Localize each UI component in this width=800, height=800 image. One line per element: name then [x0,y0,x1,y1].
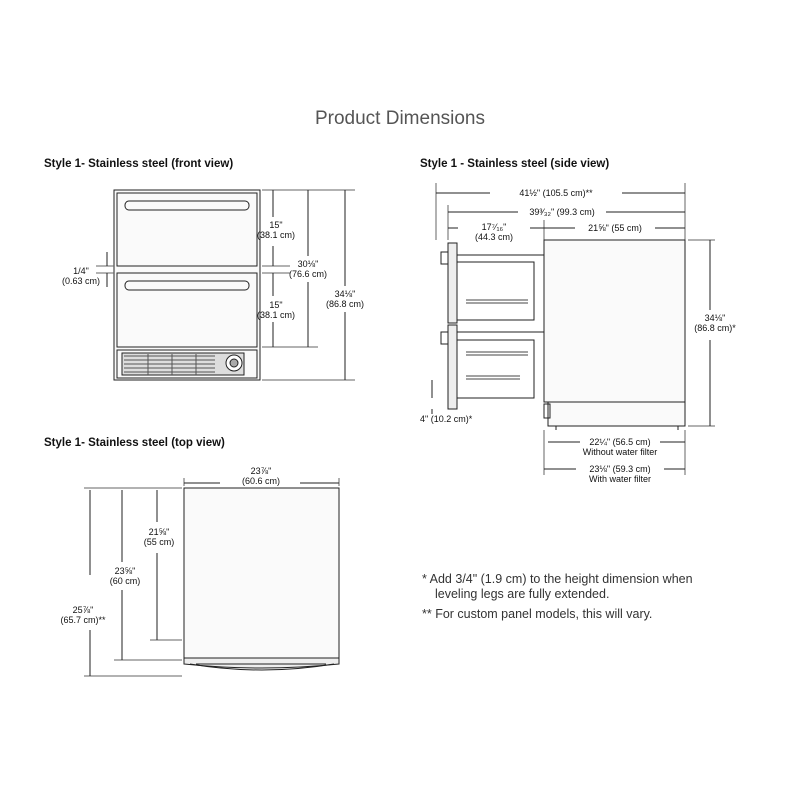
note-custom-panel: ** For custom panel models, this will va… [422,607,653,621]
side-toe-kick-dim: 4" (10.2 cm)* [420,414,473,424]
dim-value-cm: (60.6 cm) [241,476,280,486]
note-leveling-legs-line2: leveling legs are fully extended. [435,587,610,601]
dim-value: 1/4" [73,266,89,276]
top-overall-depth-dim: 25⅞" (65.7 cm)** [46,605,120,625]
front-height-no-base-dim: 30⅛" (76.6 cm) [288,259,328,279]
side-drawer-extension-dim: 17⁷⁄₁₆" (44.3 cm) [458,222,530,242]
top-cabinet-depth-dim: 21⅝" (55 cm) [136,527,182,547]
note-leveling-legs-line1: * Add 3/4" (1.9 cm) to the height dimens… [422,572,693,586]
dim-value: 17⁷⁄₁₆" [481,222,507,232]
front-overall-height-dim: 34⅛" (86.8 cm) [325,289,365,309]
front-drawer-top-dim: 15" (38.1 cm) [256,220,296,240]
dim-value-cm: (65.7 cm)** [60,615,106,625]
dim-value: 15" [269,300,283,310]
front-gap-dim: 1/4" (0.63 cm) [56,266,106,286]
side-overall-height-dim: 34⅛" (86.8 cm)* [690,313,740,333]
dim-value: 30⅛" [297,259,319,269]
side-view-label: Style 1 - Stainless steel (side view) [420,158,610,170]
dim-value-cm: (38.1 cm) [256,310,295,320]
top-width-dim: 23⅞" (60.6 cm) [222,466,300,486]
dim-value: 25⅞" [72,605,94,615]
front-view-drawing [96,189,355,381]
side-depth-without-filter-dim: 22¼" (56.5 cm) Without water filter [578,437,662,457]
top-depth-to-front-dim: 23⅝" (60 cm) [102,566,148,586]
dim-value: 23⅛" (59.3 cm) [589,464,651,474]
side-depth-with-filter-dim: 23⅛" (59.3 cm) With water filter [574,464,666,484]
dim-value: 22¼" (56.5 cm) [589,437,651,447]
dim-value-cm: (0.63 cm) [61,276,100,286]
dim-value: 34⅛" [704,313,726,323]
front-view-label: Style 1- Stainless steel (front view) [44,158,234,170]
dim-value-cm: (38.1 cm) [256,230,295,240]
dim-note: With water filter [588,474,651,484]
dim-value-cm: (76.6 cm) [288,269,327,279]
page-title: Product Dimensions [314,108,486,129]
top-view-label: Style 1- Stainless steel (top view) [44,437,225,449]
dim-value-cm: (60 cm) [109,576,141,586]
dim-value: 34⅛" [334,289,356,299]
dim-value-cm: (44.3 cm) [474,232,513,242]
dim-note: Without water filter [582,447,658,457]
dim-value-cm: (86.8 cm)* [694,323,736,333]
dim-value: 21⅝" [148,527,170,537]
side-cabinet-depth-dim: 21⅝" (55 cm) [588,223,642,233]
dim-value: 23⅞" [250,466,272,476]
dim-value-cm: (86.8 cm) [325,299,364,309]
dim-value: 15" [269,220,283,230]
side-view-drawing [431,183,715,475]
front-drawer-bottom-dim: 15" (38.1 cm) [256,300,296,320]
dim-value-cm: (55 cm) [143,537,175,547]
side-overall-depth-open-dim: 41½" (105.5 cm)** [519,188,593,198]
top-view-drawing [84,478,340,677]
side-depth-open-dim: 39³⁄₃₂" (99.3 cm) [529,207,595,217]
dim-value: 23⅝" [114,566,136,576]
